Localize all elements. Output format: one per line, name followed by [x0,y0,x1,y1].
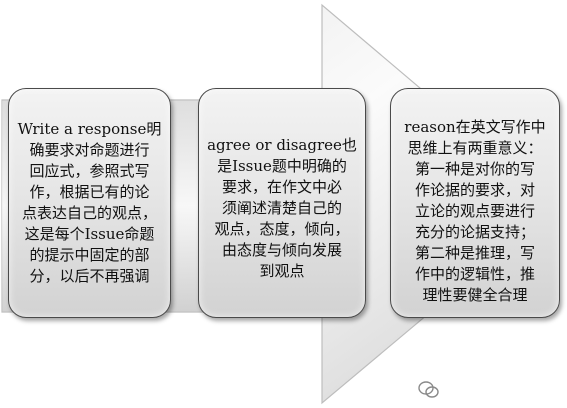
box-text-line: 须阐述清楚自己的 [221,199,342,217]
box-text-line: 点表达自己的观点， [21,204,157,222]
box-text-line: 观点，态度，倾向， [214,220,350,238]
box-text-line: reason在英文写作中 [404,118,546,136]
box-text-line: 理性要健全合理 [422,286,528,304]
box-text-line: 这是每个Issue命题 [24,225,155,243]
step-box-write-a-response: Write a response明 确要求对命题进行 回应式，参照式写 作，根据… [8,88,171,318]
box-text-line: Write a response明 [17,120,162,138]
box-text-line: 要求，在作文中必 [221,178,342,196]
box-text-line: 作中的逻辑性，推 [414,265,535,283]
box-text-line: 立论的观点要进行 [414,202,535,220]
step-box-reason: reason在英文写作中 思维上有两重意义： 第一种是对你的写 作论据的要求，对… [390,88,560,318]
box-text-line: 作，根据已有的论 [29,183,150,201]
box-text-line: 第二种是推理，写 [414,244,535,262]
box-text-line: 充分的论据支持； [414,223,535,241]
step-box-agree-or-disagree: agree or disagree也 是Issue题中明确的 要求，在作文中必 … [198,88,366,318]
box-text-line: 的提示中固定的部 [29,246,150,264]
box-text-line: 确要求对命题进行 [29,141,150,159]
box-text-line: 由态度与倾向发展 [221,241,342,259]
box-text-line: 是Issue题中明确的 [217,157,347,175]
box-text-line: 第一种是对你的写 [414,160,535,178]
box-text-line: 到观点 [259,262,305,280]
box-text-line: 作论据的要求，对 [414,181,535,199]
watermark-icon [418,381,439,398]
box-text-line: 回应式，参照式写 [29,162,150,180]
box-text-line: 分，以后不再强调 [29,267,150,285]
box-text-line: 思维上有两重意义： [407,139,543,157]
box-text-line: agree or disagree也 [207,136,357,154]
